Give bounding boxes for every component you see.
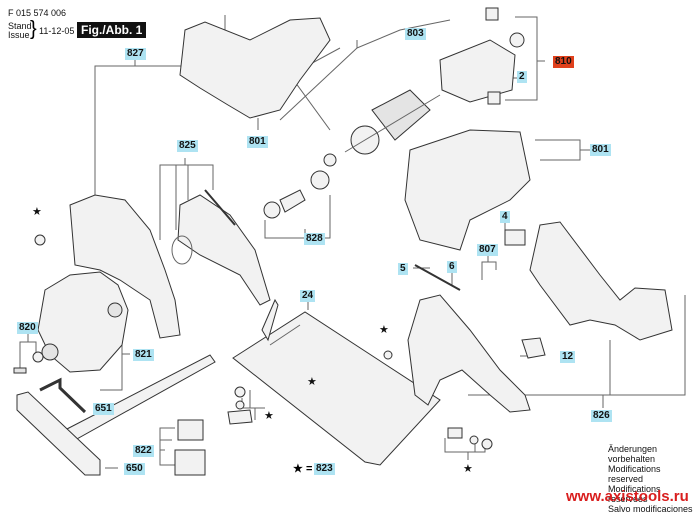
callout-826[interactable]: 826 (591, 410, 612, 422)
callout-823[interactable]: 823 (314, 463, 335, 475)
website-link[interactable]: www.axistools.ru (566, 488, 689, 505)
handle-part (529, 221, 673, 341)
hex-key-part (39, 377, 87, 414)
callout-828[interactable]: 828 (304, 233, 325, 245)
knob-part (234, 386, 246, 398)
rear-handle-part (407, 294, 531, 413)
note-line: Änderungen vorbehalten (608, 444, 658, 464)
screw-part (383, 350, 393, 360)
callout-4[interactable]: 4 (500, 211, 510, 223)
bearing-part (323, 153, 337, 167)
base-plate-part (232, 311, 441, 466)
bracket-part (177, 419, 204, 441)
guide-fence-part (16, 391, 101, 476)
riving-knife-part (261, 298, 279, 342)
callout-822[interactable]: 822 (133, 445, 154, 457)
shaft-part (414, 264, 461, 291)
clip-part (521, 337, 546, 359)
bracket-part (174, 449, 206, 476)
stand-label: Stand (8, 21, 32, 31)
star-icon: ★ (32, 206, 42, 218)
nut-part (481, 438, 493, 450)
knob-part (227, 409, 253, 425)
doc-number: F 015 574 006 (8, 8, 67, 18)
callout-827[interactable]: 827 (125, 48, 146, 60)
flange-part (107, 302, 123, 318)
callout-825[interactable]: 825 (177, 140, 198, 152)
flange-part (41, 343, 59, 361)
knob-part (235, 400, 245, 410)
callout-2[interactable]: 2 (517, 71, 527, 83)
field-coil-part (439, 39, 516, 103)
callout-6[interactable]: 6 (447, 261, 457, 273)
screw-part (13, 367, 27, 374)
armature-part (371, 89, 431, 141)
brace-icon: } (30, 18, 37, 40)
blade-guard-part (69, 194, 181, 339)
issue-label: Issue (8, 30, 30, 40)
note-line: Modifications reserved (608, 464, 661, 484)
spring-part (204, 189, 236, 226)
modifications-notes: Änderungen vorbehalten Modifications res… (608, 444, 698, 514)
star-icon: ★ (379, 324, 389, 336)
motor-housing-part (404, 129, 531, 251)
figure-label: Fig./Abb. 1 (77, 22, 147, 38)
legend-equals: = (305, 463, 313, 475)
callout-821[interactable]: 821 (133, 349, 154, 361)
brush-part (485, 7, 499, 21)
star-icon: ★ (463, 463, 473, 475)
callout-650[interactable]: 650 (124, 463, 145, 475)
note-line: Modifications reservees (608, 484, 661, 504)
callout-803[interactable]: 803 (405, 28, 426, 40)
star-icon: ★ (293, 463, 303, 475)
issue-date: 11-12-05 (39, 26, 75, 36)
callout-24[interactable]: 24 (300, 290, 316, 302)
callout-651[interactable]: 651 (93, 403, 114, 415)
knob-part (34, 234, 46, 246)
switch-part (504, 229, 526, 246)
housing-part (179, 17, 331, 119)
callout-12[interactable]: 12 (560, 351, 576, 363)
star-icon: ★ (264, 410, 274, 422)
callout-801-top[interactable]: 801 (247, 136, 268, 148)
callout-810[interactable]: 810 (553, 56, 574, 68)
washer-part (32, 351, 44, 363)
star-icon: ★ (307, 376, 317, 388)
callout-807[interactable]: 807 (477, 244, 498, 256)
callout-5[interactable]: 5 (398, 263, 408, 275)
lower-guard-part (177, 194, 271, 306)
bearing-part (509, 32, 525, 48)
nut-part (469, 435, 479, 445)
callout-820[interactable]: 820 (17, 322, 38, 334)
note-line: Salvo modificaciones (608, 504, 693, 514)
spindle-part (279, 189, 306, 213)
bearing-part (310, 170, 330, 190)
star-legend: ★ = (293, 462, 312, 475)
nut-part (447, 427, 463, 439)
callout-801-right[interactable]: 801 (590, 144, 611, 156)
bearing-part (263, 201, 281, 219)
brush-part (487, 91, 501, 105)
